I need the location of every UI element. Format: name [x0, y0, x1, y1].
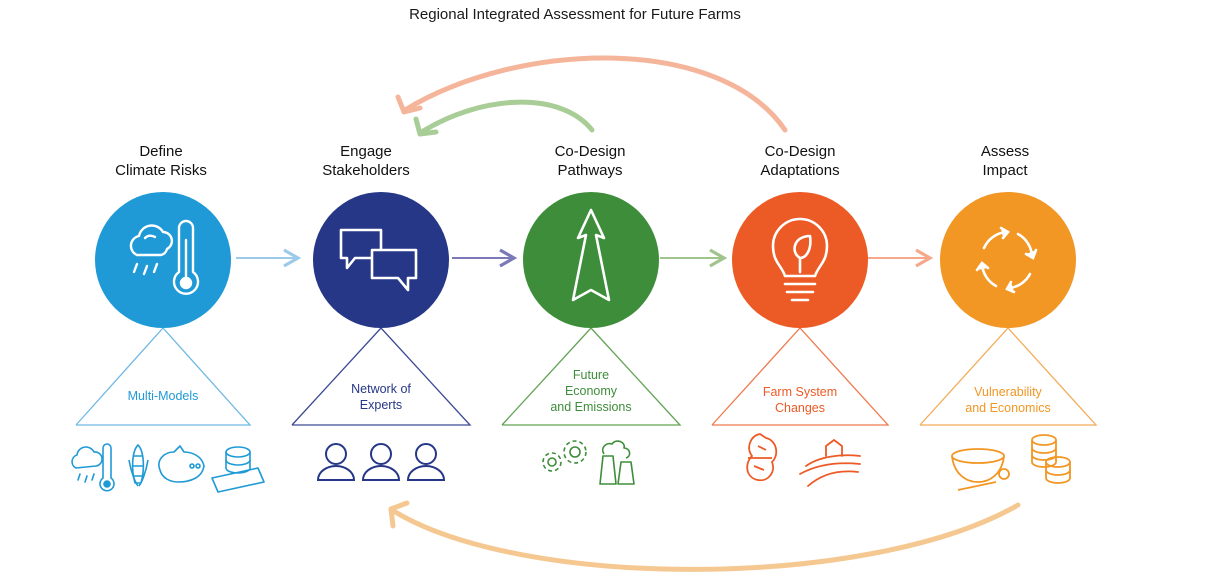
triangle-label-network-of-experts: Network of Experts	[301, 381, 461, 413]
triangle-label-line: and Economics	[965, 401, 1051, 415]
triangle-outline	[501, 327, 682, 426]
coin-stack-icon	[1031, 434, 1071, 484]
diagram-title: Regional Integrated Assessment for Futur…	[409, 6, 741, 23]
lightbulb-leaf-icon	[771, 217, 829, 302]
cow-icon	[158, 445, 205, 483]
climate-icon	[129, 219, 200, 295]
triangle-label-future-economy: Future Economy and Emissions	[511, 367, 671, 415]
thermometer-icon	[99, 443, 115, 492]
triangle-label-line: Economy	[564, 384, 618, 398]
triangle-outline	[75, 327, 252, 426]
stage-title-line: Assess	[980, 143, 1030, 160]
stage-title-line: Adaptations	[760, 162, 840, 179]
triangle-label-line: Experts	[359, 398, 403, 412]
stage-title-line: Climate Risks	[115, 162, 207, 179]
farm-field-icon	[799, 439, 861, 487]
triangle-outline	[919, 327, 1098, 426]
stage-circle-climate	[95, 192, 231, 328]
cycle-arrows-icon	[975, 226, 1038, 294]
stage-title-line: Stakeholders	[322, 162, 410, 179]
stage-title-co-design-pathways: Co-Design Pathways	[500, 142, 680, 180]
triangle-outline	[711, 327, 890, 426]
stage-circle-impact	[940, 192, 1076, 328]
arrow-up-icon	[571, 208, 611, 302]
food-bowl-icon	[951, 448, 1010, 491]
stage-title-line: Co-Design	[764, 143, 836, 160]
triangle-label-line: Vulnerability	[974, 385, 1042, 399]
triangle-label-vulnerability: Vulnerability and Economics	[928, 384, 1088, 416]
triangle-label-line: Changes	[774, 401, 826, 415]
stage-title-line: Define	[139, 143, 183, 160]
people-icon	[316, 443, 446, 481]
triangle-label-line: Network of	[351, 382, 411, 396]
stage-title-line: Impact	[982, 162, 1028, 179]
triangle-label-multi-models: Multi-Models	[83, 388, 243, 404]
stage-title-line: Pathways	[557, 162, 623, 179]
corn-icon	[128, 444, 149, 487]
feedback-arrow-impact-to-stakeholders	[389, 502, 1021, 572]
stage-title-engage-stakeholders: Engage Stakeholders	[276, 142, 456, 180]
feedback-arrowhead	[388, 500, 410, 529]
triangle-label-line: Multi-Models	[127, 389, 199, 403]
stage-circle-pathways	[523, 192, 659, 328]
stage-title-co-design-adaptations: Co-Design Adaptations	[710, 142, 890, 180]
rain-cloud-icon	[71, 446, 103, 483]
peanut-icon	[746, 433, 778, 482]
triangle-label-line: Future	[572, 368, 610, 382]
stage-title-line: Co-Design	[554, 143, 626, 160]
feedback-arrow-pathways-to-stakeholders	[417, 99, 595, 136]
stage-title-assess-impact: Assess Impact	[915, 142, 1095, 180]
triangle-label-farm-system-changes: Farm System Changes	[720, 384, 880, 416]
money-coins-icon	[211, 446, 265, 493]
triangle-label-line: Farm System	[762, 385, 838, 399]
gears-icon	[542, 440, 587, 472]
triangle-outline	[291, 327, 472, 426]
feedback-arrow-adaptations-to-stakeholders	[402, 55, 788, 133]
stage-title-define-climate-risks: Define Climate Risks	[71, 142, 251, 180]
stage-title-line: Engage	[340, 143, 392, 160]
chat-bubbles-icon	[339, 228, 418, 292]
triangle-label-line: and Emissions	[550, 400, 632, 414]
feedback-arrowhead	[413, 116, 439, 137]
feedback-arrowhead	[395, 94, 423, 115]
factory-icon	[599, 440, 635, 485]
